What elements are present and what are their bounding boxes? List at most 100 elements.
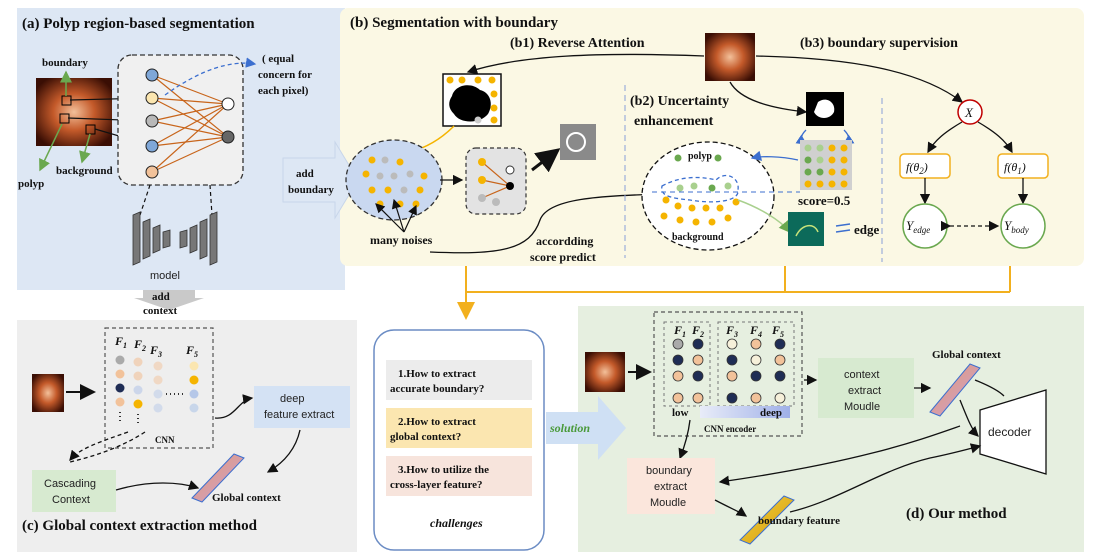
b2-title-line1: (b2) Uncertainty [630,94,729,109]
c-global-context-feature [191,453,245,503]
accordding-line1: accordding [536,234,593,248]
cascading-line2: Context [52,494,90,506]
dashed-link [139,184,151,216]
noise-dots [362,156,428,208]
decoder-label: decoder [988,425,1031,439]
score-to-polyp-arrow [750,150,799,161]
y-body-label: Ybody [1004,218,1029,235]
network-node [145,68,159,82]
c-cnn-box [104,327,214,449]
panel-c-title: (c) Global context extraction method [22,518,258,534]
attention-blob [449,85,491,122]
score-grid-dots [804,144,848,188]
model-label: model [150,270,180,282]
small-node [492,198,500,206]
global-to-decoder-arrow [959,399,979,437]
accordding-line2: score predict [530,250,596,264]
network-output-node [221,130,235,144]
c-global-context-label: Global context [212,492,281,504]
boundary-module-line2: extract [654,481,687,493]
low-label: low [672,407,689,419]
boundary-supervision-arrow [755,55,964,103]
dashed-link [209,184,213,216]
equal-concern-line3: each pixel) [258,85,309,97]
edge-label: edge [854,222,880,237]
decoder-block [979,389,1047,475]
challenge-2-line2: global context? [390,431,461,443]
deep-feature-line2: feature extract [264,409,334,421]
add-boundary-line2: boundary [288,184,334,196]
to-cascading-arrow [69,431,129,461]
c-f5: F5 [185,343,198,359]
noise-pointer [391,198,405,233]
small-node [506,182,514,190]
challenge-1-card [386,360,532,400]
low-deep-bar [700,406,790,418]
to-deep-feature-arrow [214,394,254,419]
challenge-1-line1: 1.How to extract [398,368,476,380]
x-to-ftheta2 [927,121,963,154]
d-f5: F5 [771,323,784,339]
endoscopy-image [36,78,112,146]
cascading-line1: Cascading [44,478,96,490]
label-background: background [56,165,113,177]
b1-title: (b1) Reverse Attention [510,36,645,51]
network-node [145,114,159,128]
network-output-node [221,97,235,111]
noise-pointer [403,204,417,233]
x-to-ftheta1 [977,121,1013,154]
y-edge-label: Yedge [906,218,930,235]
cnn-encoder-box [653,311,803,437]
network-box [117,54,244,186]
context-module-line3: Moudle [844,401,880,413]
uncertainty-dots [660,182,740,226]
uncertainty-background-label: background [672,232,724,243]
edge-curve [795,224,819,237]
context-module-line1: context [844,369,879,381]
add-boundary-line1: add [296,168,314,180]
add-boundary-arrow [282,140,359,220]
arrow-background [79,133,91,164]
f-theta2-label: f(θ2) [906,160,928,176]
deep-feature-line1: deep [280,393,304,405]
small-node [478,194,486,202]
small-network-edges [481,161,511,199]
solution-arrow [546,396,626,460]
add-context-arrow [134,290,204,310]
boundary-feature-label: boundary feature [758,515,840,527]
small-node [478,176,486,184]
boundary-module-box [627,458,715,514]
cascading-to-global-arrow [115,480,200,491]
b2-title-line2: enhancement [634,114,714,129]
edge-legend-mark [835,229,851,233]
challenge-3-line1: 3.How to utilize the [398,464,489,476]
boundary-feature-bar [739,495,795,545]
edge-map [788,212,824,246]
attention-dots [446,76,498,124]
y-body-node [1000,203,1046,249]
d-f3: F3 [725,323,738,339]
d-feature-columns [672,338,786,404]
arrow-polyp [39,123,63,172]
context-to-boundary-arrow [718,425,961,486]
c-feature-columns [115,355,199,413]
score-label: score=0.5 [798,193,851,208]
add-context-line1: add [152,291,170,303]
deep-feature-box [254,386,350,428]
panel-b-title: (b) Segmentation with boundary [350,15,558,31]
uncertainty-region [641,141,775,251]
equal-concern-line1: ( equal [262,53,294,65]
boundary-to-decoder-arrow [789,443,982,513]
d-f1: F1 [673,323,686,339]
network-node [145,91,159,105]
c-f2: F2 [133,337,146,353]
d-global-context-feature [929,363,981,417]
x-node [957,99,983,125]
add-context-line2: context [143,305,178,317]
uncertain-boundary [661,174,739,203]
d-f4: F4 [749,323,762,339]
bold-output-arrow [531,148,561,173]
d-global-context-label: Global context [932,349,1001,361]
panel-a-title: (a) Polyp region-based segmentation [22,16,255,32]
